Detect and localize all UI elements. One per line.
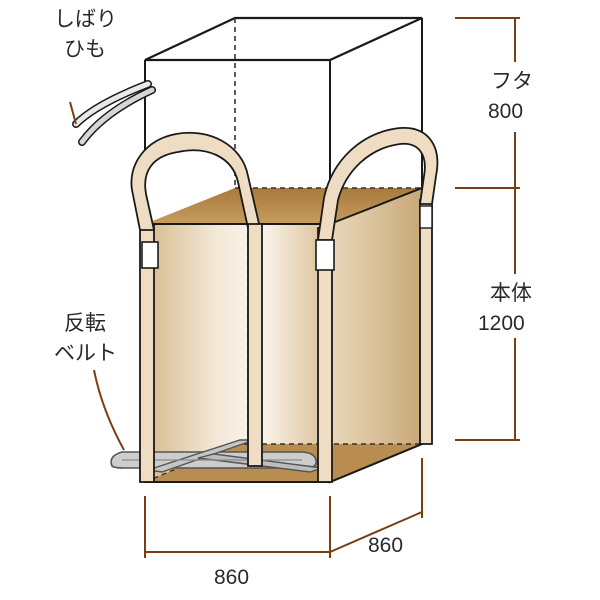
tie-string-label-line2: ひも: [64, 38, 106, 61]
body-height-label: 1200: [478, 312, 525, 335]
body-front-panel: [144, 223, 331, 483]
width-dimension: [144, 496, 331, 558]
body-bottom-side-edge: [329, 443, 423, 483]
body-side-panel: [329, 186, 423, 484]
depth-dimension: [329, 458, 423, 553]
reverse-belt-label-line1: 反転: [64, 312, 106, 335]
height-dimension: [455, 17, 520, 441]
body-name-label: 本体: [490, 282, 532, 305]
lid-height-label: 800: [488, 100, 523, 123]
reverse-belt-label-line2: ベルト: [54, 342, 117, 365]
tie-string-label-line1: しばり: [54, 8, 117, 31]
lifting-belt-right: [315, 127, 439, 483]
tie-string: [72, 80, 156, 146]
depth-side-label: 860: [368, 534, 403, 557]
tie-string-leader: [69, 101, 77, 125]
lifting-belt-center: [247, 223, 263, 467]
lid-top-rim: [144, 16, 423, 62]
reverse-belt-leader: [93, 369, 125, 451]
lid-name-label: フタ: [491, 70, 533, 93]
width-front-label: 860: [214, 566, 249, 589]
lifting-belt-left: [130, 131, 261, 483]
